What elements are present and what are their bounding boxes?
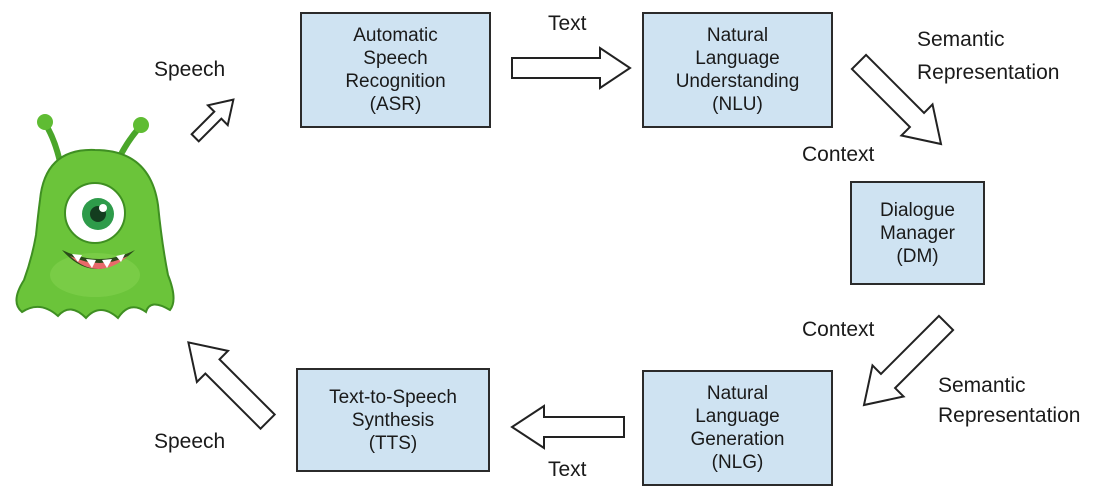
nlu-line-2: Language: [695, 48, 780, 69]
nlg-box: Natural Language Generation (NLG): [642, 370, 833, 486]
nlu-line-4: (NLU): [712, 94, 763, 115]
asr-box: Automatic Speech Recognition (ASR): [300, 12, 491, 128]
label-text-bottom: Text: [548, 458, 587, 481]
label-text-top: Text: [548, 12, 587, 35]
label-semantic-bottom-1: Semantic: [938, 374, 1026, 397]
label-context-top: Context: [802, 143, 875, 166]
arrow-semantic-bottom: [862, 314, 955, 407]
dm-line-3: (DM): [896, 245, 939, 267]
asr-line-1: Automatic: [353, 25, 438, 46]
asr-line-2: Speech: [363, 48, 428, 69]
label-semantic-bottom-2: Representation: [938, 404, 1081, 427]
tts-line-1: Text-to-Speech: [329, 386, 457, 408]
tts-line-3: (TTS): [368, 432, 418, 454]
label-context-bottom: Context: [802, 318, 875, 341]
label-speech-in: Speech: [154, 58, 226, 81]
nlu-box: Natural Language Understanding (NLU): [642, 12, 833, 128]
asr-line-4: (ASR): [369, 94, 422, 115]
label-semantic-top-1: Semantic: [917, 28, 1005, 51]
arrow-speech-in: [190, 98, 235, 143]
asr-line-3: Recognition: [345, 71, 446, 92]
dm-line-2: Manager: [880, 222, 955, 244]
label-speech-out: Speech: [154, 430, 226, 453]
arrow-speech-out: [187, 341, 277, 431]
nlg-line-4: (NLG): [711, 452, 764, 473]
dm-box: Dialogue Manager (DM): [850, 181, 985, 285]
nlg-line-2: Language: [695, 406, 780, 427]
dm-line-1: Dialogue: [880, 199, 955, 221]
nlg-line-1: Natural: [706, 383, 769, 404]
nlu-line-3: Understanding: [675, 71, 800, 92]
arrow-text-top: [511, 46, 632, 90]
nlg-line-3: Generation: [690, 429, 785, 450]
tts-line-2: Synthesis: [351, 409, 435, 431]
arrow-text-bottom: [510, 404, 625, 450]
monster-mascot-icon: [15, 114, 175, 320]
nlu-line-1: Natural: [706, 25, 769, 46]
arrow-semantic-top: [850, 53, 943, 146]
tts-box: Text-to-Speech Synthesis (TTS): [296, 368, 490, 472]
label-semantic-top-2: Representation: [917, 61, 1060, 84]
